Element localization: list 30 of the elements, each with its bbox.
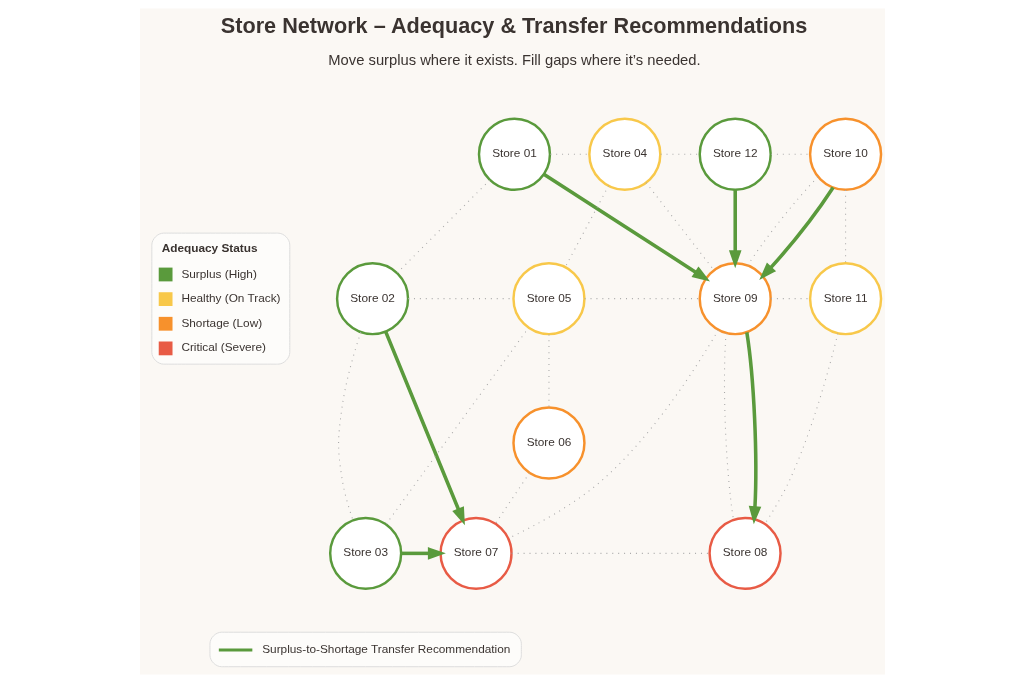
legend-label: Surplus-to-Shortage Transfer Recommendation [261,642,510,656]
arrow [758,186,835,280]
arrow [728,190,741,269]
connector [763,332,838,525]
arrow [542,172,710,282]
arrow [400,547,446,560]
connector [564,185,609,268]
arrow [744,332,761,525]
node-circle: Store 02 [335,261,409,336]
node-circle: Store 11 [808,261,882,336]
node-circle: Store 07 [438,516,513,591]
label: Move surplus where it exists. Fill gaps where it’s needed. [327,52,701,69]
node-circle: Store 09 [698,261,772,336]
diagram-title: Store Network – Adequacy & Transfer Recommendations [220,12,807,38]
node-circle: Store 08 [707,516,782,591]
node-circle: Store 05 [511,261,586,336]
node-circle: Store 06 [511,406,586,480]
node-circle: Store 12 [698,117,772,191]
node-circle: Store 10 [808,117,882,191]
connector [494,472,530,524]
connector [645,182,714,271]
arrow [383,330,465,526]
legend-label: Surplus (High) [180,266,257,281]
node-circle: Store 04 [587,117,662,191]
legend-label: Shortage (Low) [180,315,262,330]
node-circle: Store 03 [328,516,402,591]
legend-label: Critical (Severe) [180,340,266,355]
node-circle: Store 01 [477,117,551,191]
label: Adequacy Status [161,240,258,255]
legend-label: Healthy (On Track) [180,291,281,306]
